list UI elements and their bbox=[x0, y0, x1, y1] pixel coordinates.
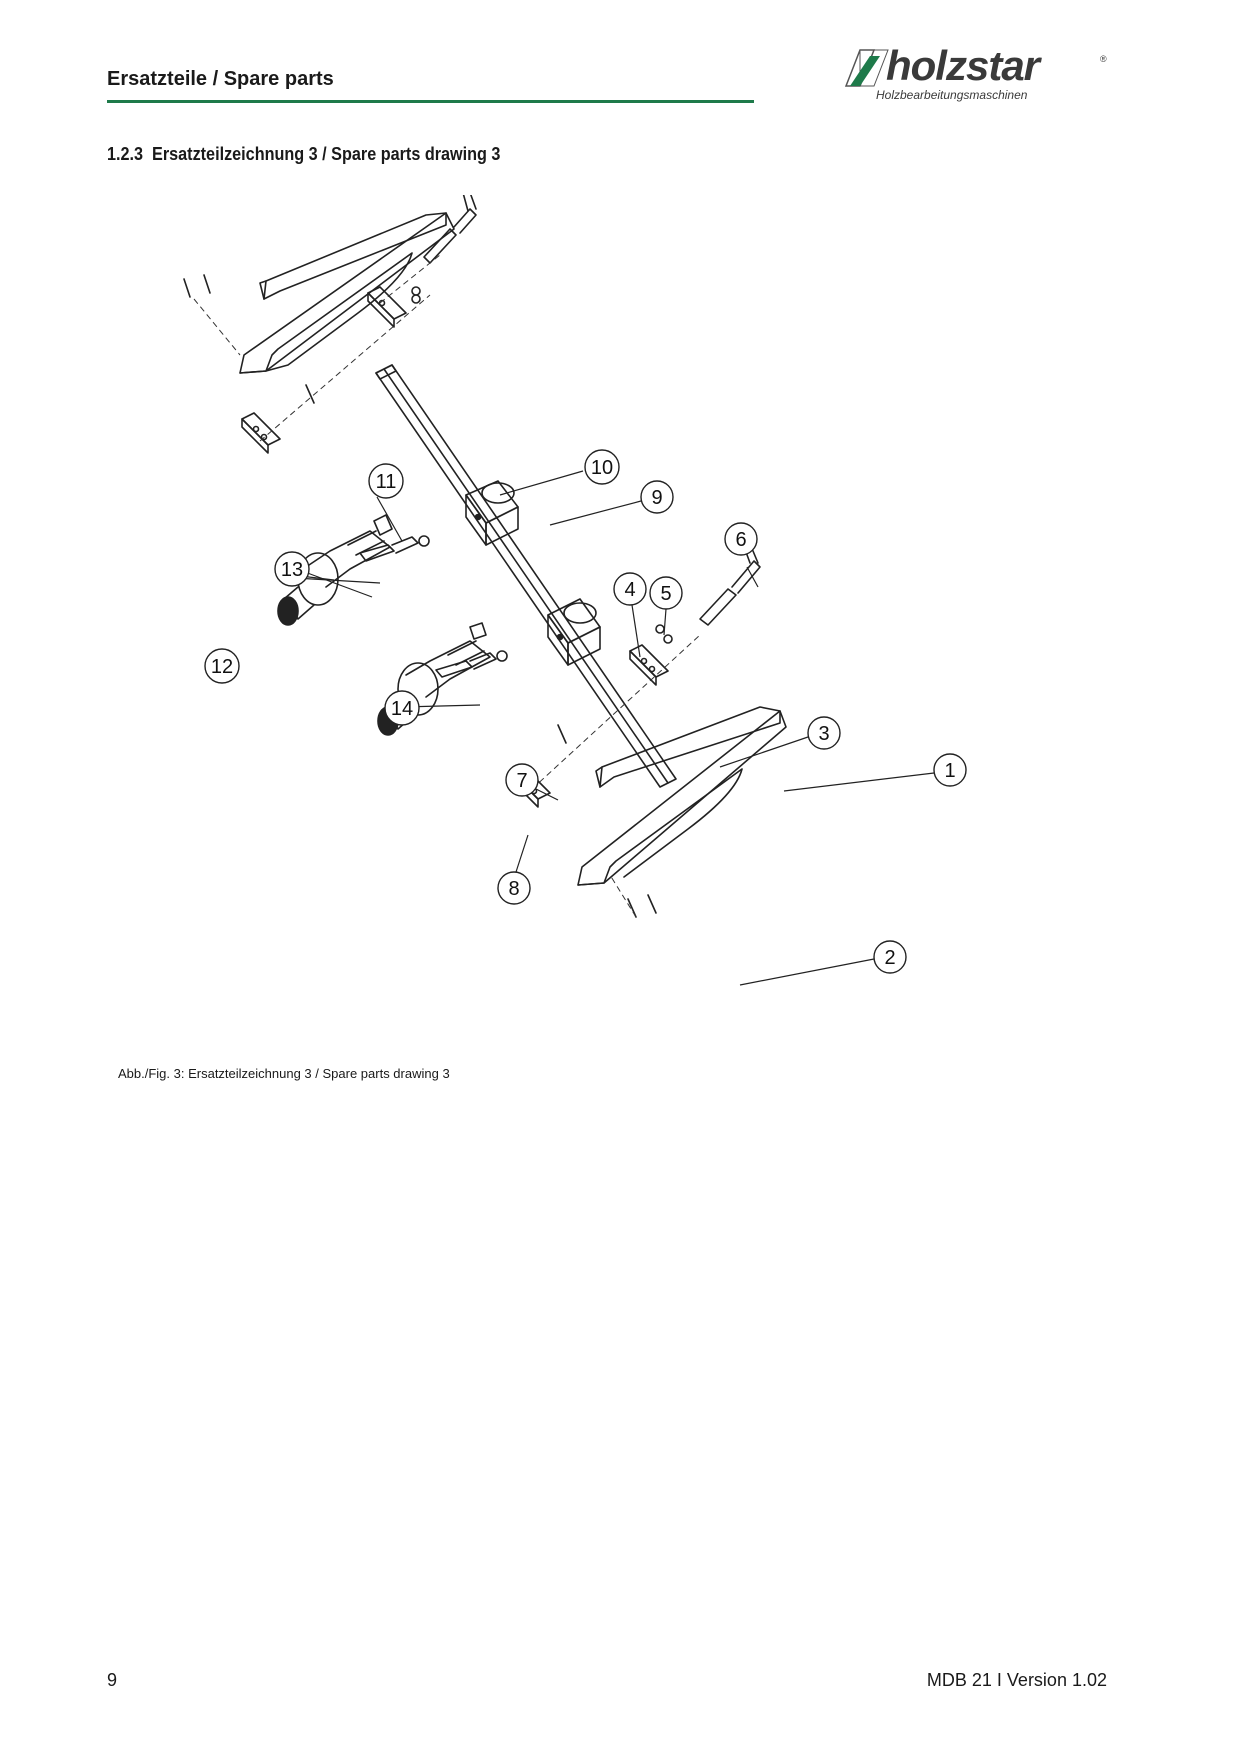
figure-caption: Abb./Fig. 3: Ersatzteilzeichnung 3 / Spa… bbox=[118, 1066, 450, 1081]
clamping-lever-lower bbox=[435, 650, 508, 678]
svg-text:1: 1 bbox=[944, 760, 955, 782]
svg-text:4: 4 bbox=[624, 579, 635, 601]
callout-8: 8 bbox=[497, 871, 531, 905]
screw-part bbox=[655, 624, 665, 634]
section-heading: 1.2.3 Ersatzteilzeichnung 3 / Spare parts… bbox=[107, 144, 500, 165]
svg-text:9: 9 bbox=[651, 487, 662, 509]
svg-text:13: 13 bbox=[281, 559, 303, 581]
svg-text:6: 6 bbox=[735, 529, 746, 551]
logo-tagline: Holzbearbeitungsmaschinen bbox=[876, 88, 1028, 102]
svg-text:5: 5 bbox=[660, 583, 671, 605]
callout-14: 14 bbox=[384, 690, 420, 726]
callout-3: 3 bbox=[807, 716, 841, 750]
svg-text:2: 2 bbox=[884, 947, 895, 969]
page-header-title: Ersatzteile / Spare parts bbox=[107, 68, 334, 90]
callout-13: 13 bbox=[274, 551, 310, 587]
brand-logo: holzstar ® Holzbearbeitungsmaschinen bbox=[840, 40, 1110, 112]
callout-9: 9 bbox=[640, 480, 674, 514]
logo-wordmark: holzstar bbox=[886, 42, 1040, 89]
exploded-parts-drawing: 1 2 3 4 5 6 7 8 9 10 11 12 bbox=[183, 195, 967, 986]
mounting-bracket-upper bbox=[367, 286, 407, 328]
svg-text:12: 12 bbox=[211, 656, 233, 678]
clamping-handle-upper bbox=[423, 195, 477, 264]
main-beam-part bbox=[375, 364, 677, 788]
section-number: 1.2.3 bbox=[107, 144, 144, 164]
callout-11: 11 bbox=[368, 463, 404, 499]
page-number: 9 bbox=[107, 1670, 118, 1690]
section-title: Ersatzteilzeichnung 3 / Spare parts draw… bbox=[152, 144, 501, 164]
svg-text:10: 10 bbox=[591, 457, 613, 479]
v-arm-upper bbox=[239, 212, 455, 374]
callout-1: 1 bbox=[933, 753, 967, 787]
callout-5: 5 bbox=[649, 576, 683, 610]
svg-text:14: 14 bbox=[391, 698, 413, 720]
logo-mark-icon bbox=[844, 49, 889, 87]
svg-text:11: 11 bbox=[376, 471, 397, 493]
callout-10: 10 bbox=[584, 449, 620, 485]
svg-text:3: 3 bbox=[818, 723, 829, 745]
callout-4: 4 bbox=[613, 572, 647, 606]
end-bracket-upper bbox=[241, 412, 281, 454]
header-divider bbox=[107, 100, 754, 103]
svg-text:7: 7 bbox=[516, 770, 527, 792]
callout-2: 2 bbox=[873, 940, 907, 974]
callout-7: 7 bbox=[505, 763, 539, 797]
svg-text:8: 8 bbox=[508, 878, 519, 900]
callout-6: 6 bbox=[724, 522, 758, 556]
mounting-bracket-part bbox=[629, 644, 669, 686]
callout-12: 12 bbox=[204, 648, 240, 684]
clamp-block-upper bbox=[465, 480, 519, 546]
clamp-block-lower bbox=[547, 598, 601, 666]
document-version: MDB 21 I Version 1.02 bbox=[926, 1670, 1107, 1690]
v-arm-lower bbox=[577, 706, 787, 886]
logo-registered-mark: ® bbox=[1100, 54, 1107, 64]
